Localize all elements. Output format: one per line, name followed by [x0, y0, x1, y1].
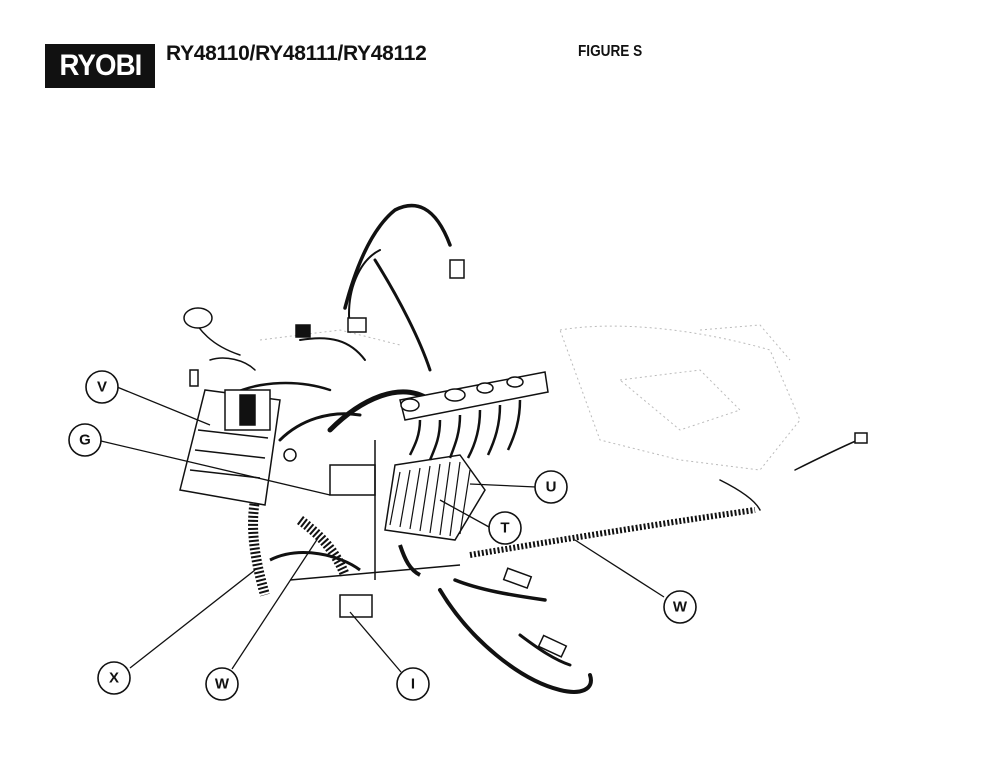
callout-x: X [97, 661, 131, 695]
callout-label-x: X [109, 670, 119, 687]
callout-label-t: T [500, 520, 509, 537]
corrugated-loom-left [248, 499, 350, 597]
callout-label-w-left: W [215, 676, 230, 693]
connectors [183, 259, 868, 658]
ryobi-logo: RYOBI [45, 44, 155, 88]
model-numbers: RY48110/RY48111/RY48112 [166, 42, 427, 65]
callout-label-g: G [79, 432, 91, 449]
callout-label-w-right: W [673, 599, 688, 616]
control-block [224, 389, 271, 431]
corrugated-loom-long [469, 507, 756, 558]
callout-v: V [85, 370, 119, 404]
harness-wires [189, 203, 859, 694]
callout-label-i: I [411, 676, 415, 693]
callout-u: U [534, 470, 568, 504]
callout-w-right: W [663, 590, 697, 624]
callout-label-u: U [546, 479, 557, 496]
callout-i: I [396, 667, 430, 701]
switch-panel [399, 371, 549, 421]
callout-label-v: V [97, 379, 107, 396]
switch-wires [408, 399, 522, 461]
ryobi-logo-text: RYOBI [59, 49, 142, 82]
callout-w-left: W [205, 667, 239, 701]
heatsink-fins [389, 461, 471, 537]
figure-title: FIGURE S [578, 43, 643, 60]
leader-lines [100, 386, 665, 673]
faint-frame-sketch [259, 324, 801, 471]
motor-cluster [269, 440, 461, 581]
callout-g: G [68, 423, 102, 457]
callout-t: T [488, 511, 522, 545]
